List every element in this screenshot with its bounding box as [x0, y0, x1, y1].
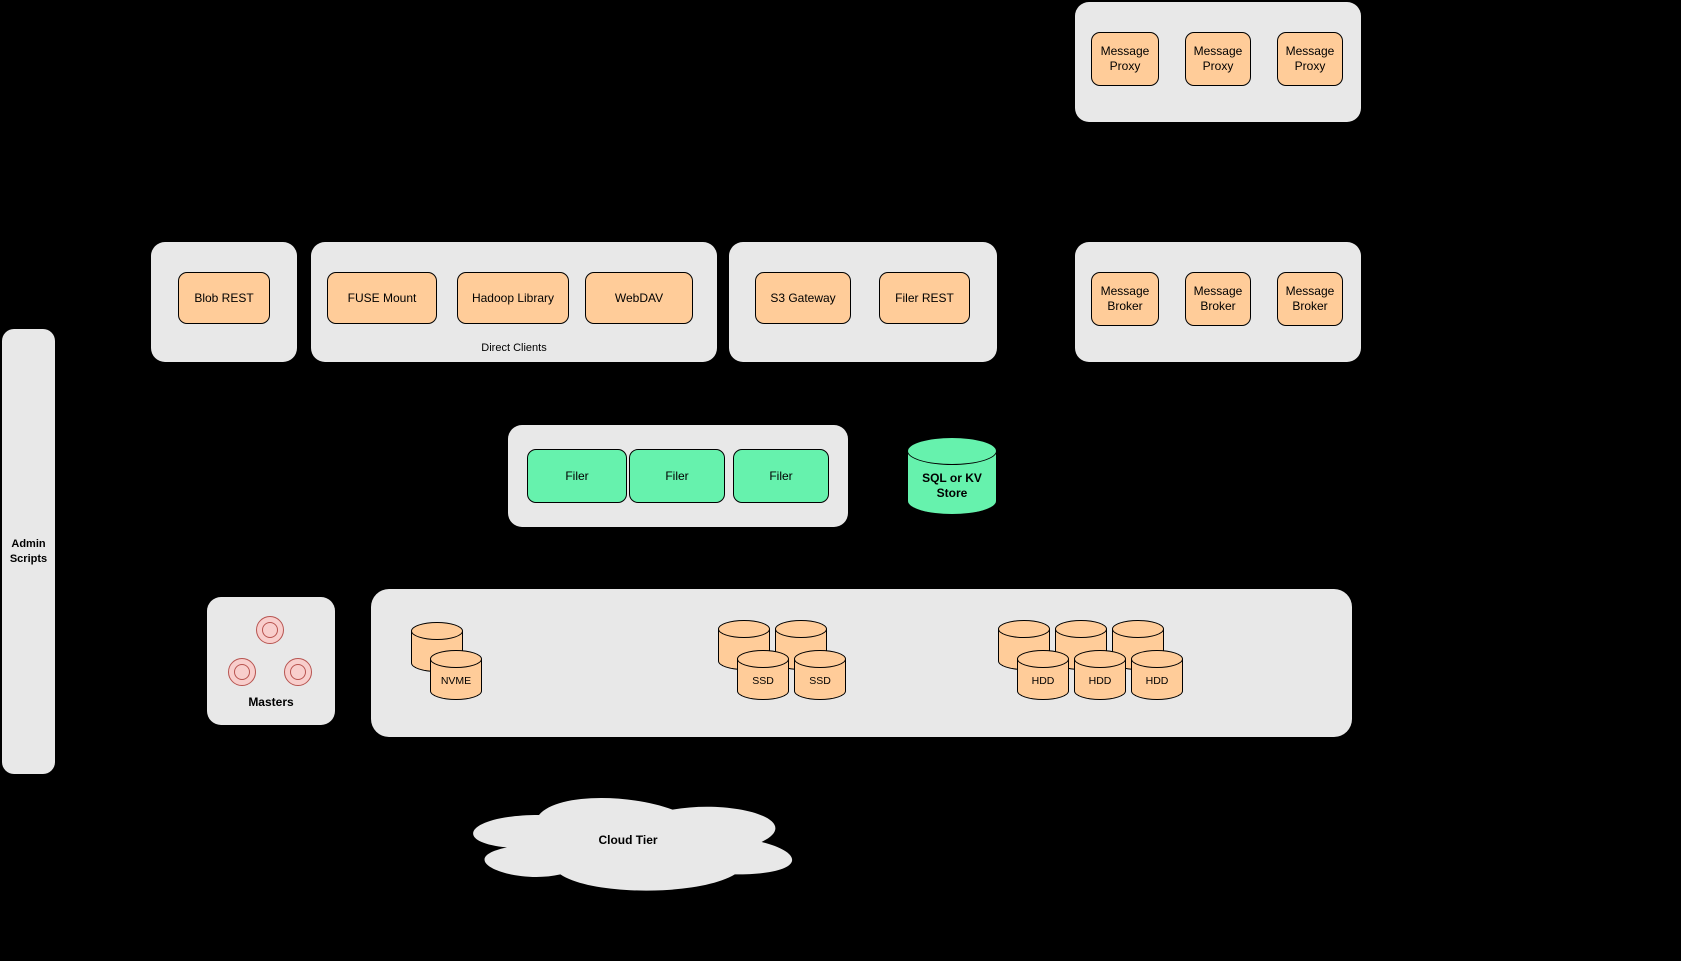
cylinder-top: [1112, 620, 1164, 638]
message-proxy-node: Message Proxy: [1185, 32, 1251, 86]
hdd-label: HDD: [1088, 675, 1112, 687]
message-broker-node: Message Broker: [1277, 272, 1343, 326]
hdd-label: HDD: [1031, 675, 1055, 687]
filer-group: Filer Filer Filer: [508, 425, 848, 527]
hdd-drive-cylinder: HDD: [1131, 650, 1183, 700]
cylinder-top: [907, 437, 997, 465]
webdav-node: WebDAV: [585, 272, 693, 324]
filer-node: Filer: [527, 449, 627, 503]
cloud-tier-label: Cloud Tier: [598, 833, 658, 847]
hdd-label: HDD: [1145, 675, 1169, 687]
master-node-icon: [228, 658, 256, 686]
message-broker-node: Message Broker: [1185, 272, 1251, 326]
filer-node: Filer: [733, 449, 829, 503]
sql-kv-store-cylinder: SQL or KV Store: [907, 437, 997, 515]
s3-gateway-node: S3 Gateway: [755, 272, 851, 324]
sql-kv-store-label: SQL or KV Store: [922, 471, 982, 500]
filer-rest-node: Filer REST: [879, 272, 970, 324]
masters-panel: Masters: [207, 597, 335, 725]
cloud-tier-shape: Cloud Tier: [450, 788, 806, 896]
blob-rest-node: Blob REST: [178, 272, 270, 324]
cylinder-top: [998, 620, 1050, 638]
cylinder-top: [411, 622, 463, 640]
masters-label: Masters: [248, 695, 294, 709]
message-broker-node: Message Broker: [1091, 272, 1159, 326]
cylinder-top: [1074, 650, 1126, 668]
cloud-icon: [473, 798, 793, 891]
ssd-drive-cylinder: SSD: [794, 650, 846, 700]
hdd-drive-cylinder: HDD: [1017, 650, 1069, 700]
nvme-drive-cylinder: NVME: [430, 650, 482, 700]
master-node-icon: [256, 616, 284, 644]
ssd-label: SSD: [752, 675, 774, 687]
cylinder-top: [737, 650, 789, 668]
message-proxy-node: Message Proxy: [1091, 32, 1159, 86]
hdd-drive-cylinder: HDD: [1074, 650, 1126, 700]
cylinder-top: [1017, 650, 1069, 668]
direct-clients-caption: Direct Clients: [481, 342, 547, 354]
filer-node: Filer: [629, 449, 725, 503]
volume-servers-panel: NVME SSD SSD: [371, 589, 1352, 737]
cylinder-top: [1131, 650, 1183, 668]
message-proxy-group: Message Proxy Message Proxy Message Prox…: [1075, 2, 1361, 122]
admin-scripts-label: Admin Scripts: [9, 537, 48, 565]
cylinder-top: [794, 650, 846, 668]
ssd-drive-cylinder: SSD: [737, 650, 789, 700]
blob-rest-group: Blob REST: [151, 242, 297, 362]
message-broker-group: Message Broker Message Broker Message Br…: [1075, 242, 1361, 362]
cylinder-top: [775, 620, 827, 638]
message-proxy-node: Message Proxy: [1277, 32, 1343, 86]
nvme-label: NVME: [440, 675, 472, 687]
ssd-label: SSD: [809, 675, 831, 687]
admin-scripts-panel: Admin Scripts: [2, 329, 55, 774]
hadoop-library-node: Hadoop Library: [457, 272, 569, 324]
cylinder-top: [430, 650, 482, 668]
gateway-group: S3 Gateway Filer REST: [729, 242, 997, 362]
master-node-icon: [284, 658, 312, 686]
cylinder-top: [1055, 620, 1107, 638]
cylinder-top: [718, 620, 770, 638]
fuse-mount-node: FUSE Mount: [327, 272, 437, 324]
direct-clients-group: FUSE Mount Hadoop Library WebDAV Direct …: [311, 242, 717, 362]
